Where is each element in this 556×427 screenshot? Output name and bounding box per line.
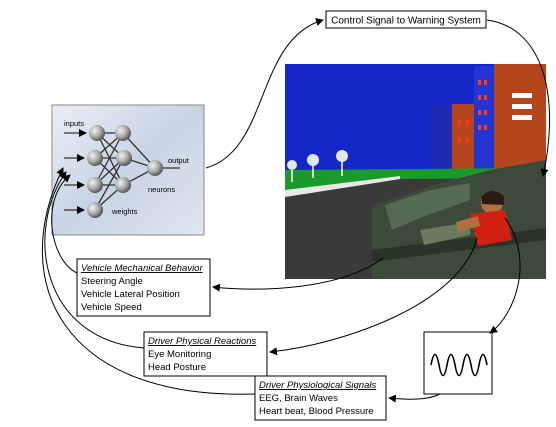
inputs-label: inputs: [64, 119, 84, 128]
waveform-box: [423, 331, 493, 395]
building-blue: [474, 66, 496, 170]
arrow-to-warning: [205, 18, 324, 169]
box-title: Vehicle Mechanical Behavior: [81, 263, 203, 274]
network-nodes: [87, 125, 163, 218]
building-windows: [512, 93, 532, 120]
arrow-to-scene: [486, 19, 551, 177]
physiological-signals-box: Driver Physiological Signals EEG, Brain …: [254, 375, 387, 421]
connector-arrows: [42, 18, 551, 403]
driving-scene: [285, 64, 546, 279]
vehicle-behavior-box: Vehicle Mechanical Behavior Steering Ang…: [76, 258, 211, 317]
neural-network-panel: inputs output neurons weights: [51, 104, 205, 236]
arrow-physical-to-nn: [44, 171, 145, 349]
arrow-physio-to-nn: [42, 167, 256, 395]
input-node: [87, 202, 103, 218]
box-item: Eye Monitoring: [148, 349, 211, 360]
driver: [456, 191, 512, 246]
hidden-node: [115, 177, 131, 193]
box-title: Driver Physiological Signals: [259, 380, 376, 391]
output-node: [147, 160, 163, 176]
output-label: output: [168, 156, 190, 165]
arrow-to-physical-box: [269, 237, 478, 356]
building-blue-small: [432, 105, 454, 170]
box-item: Vehicle Lateral Position: [81, 289, 180, 300]
box-item: Vehicle Speed: [81, 302, 142, 313]
physical-reactions-box: Driver Physical Reactions Eye Monitoring…: [143, 331, 268, 377]
trees: [287, 150, 348, 182]
input-node: [87, 177, 103, 193]
road-edge: [285, 176, 400, 197]
box-item: Head Posture: [148, 362, 206, 373]
arrow-to-physio-box: [388, 393, 441, 403]
warning-system-node: Control Signal to Warning System: [325, 10, 487, 29]
weights-label: weights: [111, 207, 138, 216]
input-node: [89, 125, 105, 141]
hidden-node: [116, 150, 132, 166]
building-red-small: [452, 104, 478, 170]
input-node: [87, 150, 103, 166]
neurons-label: neurons: [148, 185, 175, 194]
arrow-to-vehicle-box: [212, 257, 384, 292]
hidden-node: [115, 125, 131, 141]
input-arrows: [64, 129, 87, 214]
box-item: Heart beat, Blood Pressure: [259, 406, 374, 417]
warning-system-label: Control Signal to Warning System: [331, 16, 481, 27]
box-title: Driver Physical Reactions: [148, 336, 256, 347]
sine-wave-icon: [430, 353, 488, 377]
arrow-to-waveform: [489, 217, 521, 334]
box-item: EEG, Brain Waves: [259, 393, 338, 404]
red-windows: [458, 80, 487, 143]
arrow-vehicle-to-nn: [51, 174, 78, 274]
box-item: Steering Angle: [81, 276, 143, 287]
